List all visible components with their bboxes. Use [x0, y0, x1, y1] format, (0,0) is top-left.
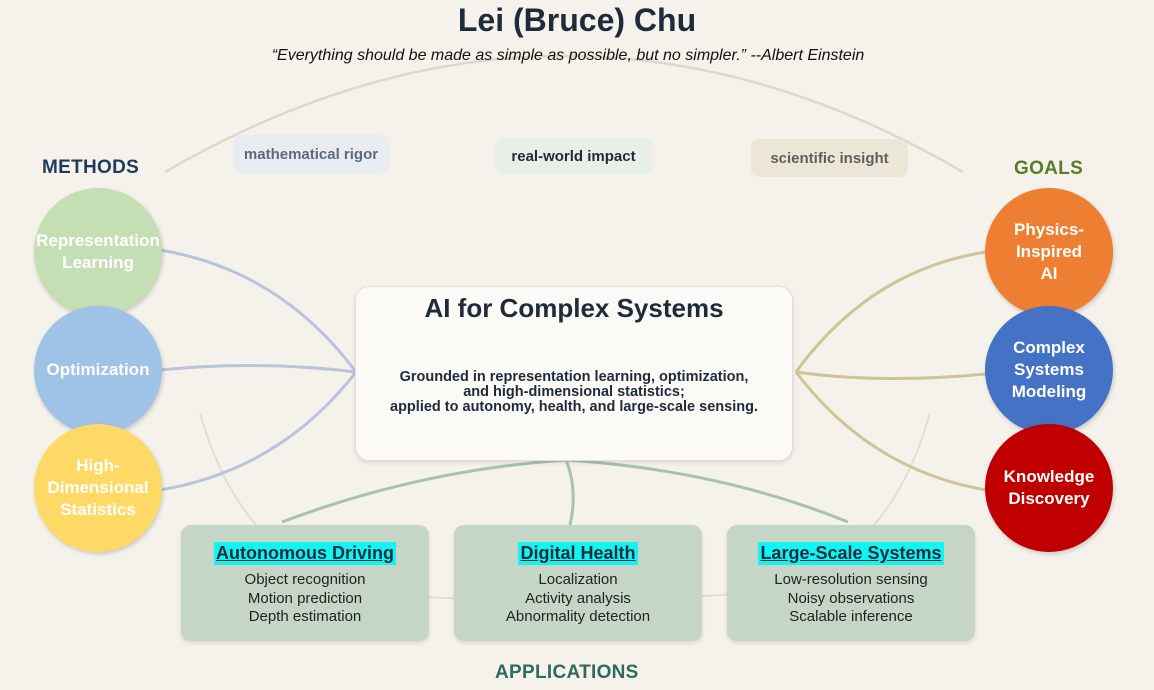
method-optimization: Optimization — [34, 306, 162, 434]
app-card-title: Large-Scale Systems — [758, 542, 944, 565]
method-link-2 — [159, 363, 357, 374]
method-label-line: Optimization — [46, 360, 150, 379]
app-link-1 — [281, 458, 567, 524]
einstein-quote: “Everything should be made as simple as … — [271, 47, 865, 64]
method-label-line: High- — [76, 456, 120, 475]
app-card-items: Low-resolution sensing Noisy observation… — [727, 571, 975, 627]
goals-label: GOALS — [1014, 158, 1084, 179]
goal-label-line: Inspired — [1015, 242, 1083, 261]
goal-label-line: Knowledge — [1003, 467, 1095, 486]
goal-label-line: Modeling — [1011, 382, 1087, 401]
method-link-1 — [159, 248, 358, 373]
app-card-large-scale-systems: Large-Scale Systems Low-resolution sensi… — [727, 525, 975, 641]
tag-real-world-impact: real-world impact — [495, 137, 652, 175]
app-card-item: Scalable inference — [789, 608, 913, 625]
center-description-line: Grounded in representation learning, opt… — [399, 369, 749, 385]
methods-label: METHODS — [42, 157, 140, 178]
goal-label-line: Complex — [1013, 338, 1085, 357]
app-card-item: Localization — [538, 571, 618, 588]
app-card-autonomous-driving: Autonomous Driving Object recognition Mo… — [181, 525, 429, 641]
method-label-line: Learning — [62, 253, 134, 272]
center-description: Grounded in representation learning, opt… — [356, 370, 792, 415]
app-card-item: Depth estimation — [248, 608, 362, 625]
goal-label-line: AI — [1040, 264, 1058, 283]
method-link-3 — [159, 371, 358, 492]
app-card-items: Localization Activity analysis Abnormali… — [454, 571, 702, 627]
center-title: AI for Complex Systems — [424, 293, 724, 323]
app-link-3 — [565, 458, 849, 524]
app-card-title: Autonomous Driving — [214, 542, 396, 565]
goal-label-line: Systems — [1014, 360, 1084, 379]
goal-label-line: Discovery — [1008, 489, 1090, 508]
app-card-digital-health: Digital Health Localization Activity ana… — [454, 525, 702, 641]
app-card-item: Activity analysis — [525, 589, 631, 607]
method-label-line: Dimensional — [47, 478, 149, 497]
method-label-line: Representation — [36, 231, 160, 250]
tag-mathematical-rigor: mathematical rigor — [233, 135, 389, 173]
method-label-line: Statistics — [60, 500, 136, 519]
app-link-2 — [564, 459, 575, 526]
app-card-item: Low-resolution sensing — [774, 571, 928, 588]
top-arc — [164, 54, 964, 174]
tag-scientific-insight: scientific insight — [751, 139, 908, 177]
goal-link-3 — [794, 371, 987, 492]
app-card-item: Noisy observations — [787, 589, 915, 607]
app-card-title: Digital Health — [518, 542, 638, 565]
center-box: AI for Complex Systems Grounded in repre… — [355, 286, 793, 461]
center-description-line: applied to autonomy, health, and large-s… — [390, 399, 758, 415]
applications-label: APPLICATIONS — [495, 662, 639, 683]
center-description-line: and high-dimensional statistics; — [463, 384, 685, 400]
app-card-item: Abnormality detection — [505, 608, 651, 625]
app-card-item: Motion prediction — [247, 589, 363, 607]
app-card-items: Object recognition Motion prediction Dep… — [181, 571, 429, 627]
goal-link-2 — [795, 370, 987, 381]
app-card-item: Object recognition — [244, 571, 366, 588]
page-title: Lei (Bruce) Chu — [457, 2, 697, 38]
goal-link-1 — [794, 250, 987, 373]
goal-label-line: Physics- — [1014, 220, 1084, 239]
